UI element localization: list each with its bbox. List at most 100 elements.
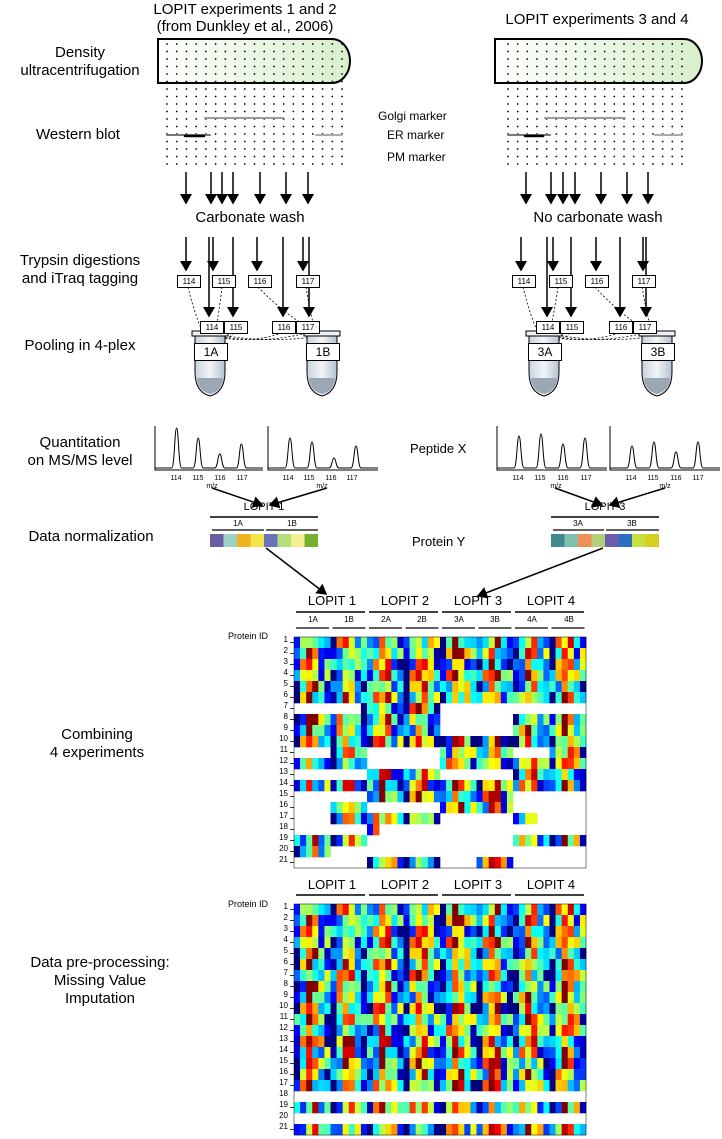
heatmap-cell: [421, 1036, 429, 1048]
heatmap-cell: [360, 714, 368, 726]
fraction-dot: [526, 58, 529, 60]
fraction-dot: [516, 50, 519, 53]
heatmap-cell: [379, 857, 386, 869]
heatmap-cell: [433, 1069, 441, 1081]
heatmap-cell: [458, 904, 465, 916]
heatmap-cell: [385, 1102, 392, 1114]
fraction-dot: [205, 148, 207, 150]
heatmap-cell: [567, 725, 575, 737]
heatmap-cell: [452, 736, 459, 748]
heatmap-combined: [290, 611, 587, 869]
fraction-dot: [214, 50, 217, 53]
heatmap-cell: [464, 659, 471, 671]
heatmap-cell: [306, 1069, 313, 1081]
heatmap-cell: [300, 970, 307, 982]
heatmap-cell: [482, 1047, 489, 1059]
fraction-dot: [545, 95, 548, 98]
heatmap-cell: [488, 970, 496, 982]
fraction-dot: [292, 43, 295, 45]
pooling-dashed-lines: [187, 286, 659, 341]
heatmap-cell: [555, 1124, 562, 1136]
heatmap-cell: [306, 1047, 313, 1059]
heatmap-cell: [519, 1025, 526, 1037]
heatmap-cell: [488, 1058, 496, 1070]
heatmap-cell: [342, 714, 350, 726]
row-label: 9: [283, 990, 288, 999]
tag-117-right-top: 117: [632, 275, 656, 288]
fraction-dot: [632, 118, 635, 120]
heatmap-cell: [573, 1047, 581, 1059]
heatmap-cell: [543, 1025, 550, 1037]
heatmap-cell: [354, 1058, 362, 1070]
heatmap-cell: [525, 981, 532, 993]
fraction-dot: [652, 73, 654, 75]
heatmap-cell: [476, 648, 483, 660]
fraction-dot: [321, 163, 324, 165]
heatmap-cell: [354, 780, 362, 792]
fraction-dot: [214, 95, 217, 98]
heatmap-cell: [531, 659, 538, 671]
fraction-dot: [652, 43, 654, 45]
heatmap-cell: [513, 692, 520, 704]
fraction-dot: [623, 133, 625, 135]
heatmap-cell: [549, 835, 556, 847]
fraction-dot: [292, 50, 295, 53]
fraction-dot: [632, 140, 635, 143]
heatmap-cell: [482, 1036, 489, 1048]
heatmap-cell: [573, 1003, 581, 1015]
heatmap-cell: [433, 1036, 441, 1048]
fraction-dot: [584, 43, 587, 45]
fraction-dot: [526, 163, 529, 165]
fraction-dot: [224, 50, 227, 53]
heatmap-cell: [427, 648, 435, 660]
heatmap-cell: [476, 970, 483, 982]
heatmap-cell: [579, 835, 587, 847]
heatmap-cell: [342, 648, 350, 660]
heatmap-cell: [543, 992, 550, 1004]
heatmap-cell: [494, 802, 502, 814]
heatmap-cell: [525, 813, 532, 825]
heatmap-cell: [306, 1124, 313, 1136]
fraction-dot: [273, 58, 275, 60]
heatmap-cell: [397, 1014, 404, 1026]
fraction-dot: [516, 110, 519, 113]
heatmap-cell: [312, 904, 319, 916]
fraction-dot: [632, 80, 635, 83]
row-label: 14: [279, 778, 288, 787]
heatmap-cell: [300, 1003, 307, 1015]
heatmap-cell: [330, 714, 337, 726]
heatmap-cell: [537, 1102, 544, 1114]
heatmap-cell: [433, 1058, 441, 1070]
heatmap-cell: [579, 926, 587, 938]
fraction-dot: [243, 58, 246, 60]
step-combine-1: Combining: [61, 726, 133, 743]
heatmap-cell: [561, 1080, 569, 1092]
heatmap-cell: [440, 1080, 447, 1092]
heatmap-cell: [482, 648, 489, 660]
heatmap-cell: [579, 937, 587, 949]
norm-cell: [277, 534, 291, 547]
heatmap-cell: [324, 1102, 331, 1114]
heatmap-cell: [397, 659, 404, 671]
heatmap-cell: [513, 926, 520, 938]
heatmap-cell: [354, 725, 362, 737]
heatmap-cell: [561, 915, 569, 927]
fraction-dot: [175, 163, 178, 165]
heatmap-cell: [385, 857, 392, 869]
heatmap-cell: [397, 1069, 404, 1081]
fraction-dot: [331, 88, 334, 90]
heatmap-cell: [312, 780, 319, 792]
fraction-dot: [555, 88, 558, 90]
heatmap-cell: [494, 1124, 502, 1136]
heatmap-cell: [561, 904, 569, 916]
spectrum-axis: [609, 426, 720, 471]
fraction-dot: [234, 95, 237, 98]
fraction-dot: [526, 65, 529, 68]
heatmap-cell: [433, 769, 441, 781]
heatmap-cell: [336, 637, 343, 649]
heatmap-cell: [294, 959, 301, 971]
heatmap-cell: [421, 857, 429, 869]
step-density-1: Density: [54, 44, 106, 61]
heatmap-cell: [543, 1003, 550, 1015]
fraction-dot: [681, 155, 683, 158]
